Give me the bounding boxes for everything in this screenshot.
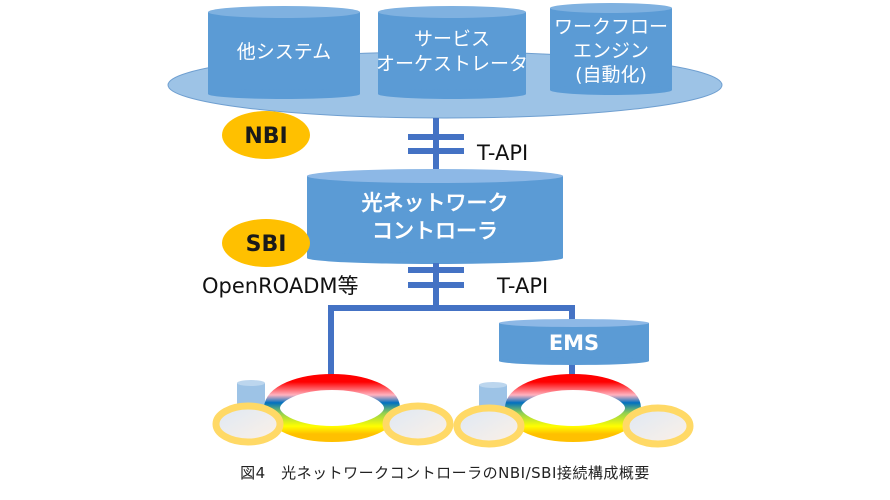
controller-label-line2: コントローラ	[372, 219, 498, 243]
cylinder-ems: EMS	[499, 319, 649, 365]
architecture-diagram: 他システム サービス オーケストレータ ワークフロー エンジン (自動化) NB…	[167, 3, 723, 448]
roadm-network-right	[453, 374, 694, 448]
nbi-badge: NBI	[222, 111, 310, 159]
orchestrator-label-line2: オーケストレータ	[376, 53, 528, 75]
other-systems-label: 他システム	[237, 41, 331, 63]
workflow-label-line1: ワークフロー	[554, 16, 668, 38]
sbi-badge: SBI	[222, 219, 310, 267]
workflow-label-line2: エンジン	[573, 40, 649, 62]
node-ring-left-2	[382, 402, 454, 446]
roadm-network-left	[212, 374, 454, 446]
orchestrator-label-line1: サービス	[414, 28, 490, 50]
nbi-connector	[408, 118, 464, 182]
sbi-protocol-left-label: OpenROADM等	[202, 274, 359, 298]
node-ring-left-1	[212, 402, 284, 446]
controller-label-line1: 光ネットワーク	[361, 191, 509, 215]
optical-ring-left	[264, 374, 400, 442]
cylinder-network-controller: 光ネットワーク コントローラ	[307, 169, 563, 264]
node-ring-right-2	[622, 404, 694, 448]
sbi-badge-label: SBI	[246, 232, 287, 257]
nbi-badge-label: NBI	[244, 124, 287, 149]
figure-caption: 図4 光ネットワークコントローラのNBI/SBI接続構成概要	[240, 464, 650, 482]
cylinder-workflow-engine: ワークフロー エンジン (自動化)	[550, 3, 672, 95]
cylinder-other-systems: 他システム	[208, 6, 360, 99]
optical-ring-right	[505, 374, 641, 442]
sbi-protocol-right-label: T-API	[496, 274, 548, 298]
ems-label: EMS	[549, 331, 599, 355]
cylinder-service-orchestrator: サービス オーケストレータ	[376, 6, 528, 99]
node-ring-right-1	[453, 404, 525, 448]
nbi-protocol-label: T-API	[476, 141, 528, 165]
workflow-label-line3: (自動化)	[575, 64, 647, 86]
